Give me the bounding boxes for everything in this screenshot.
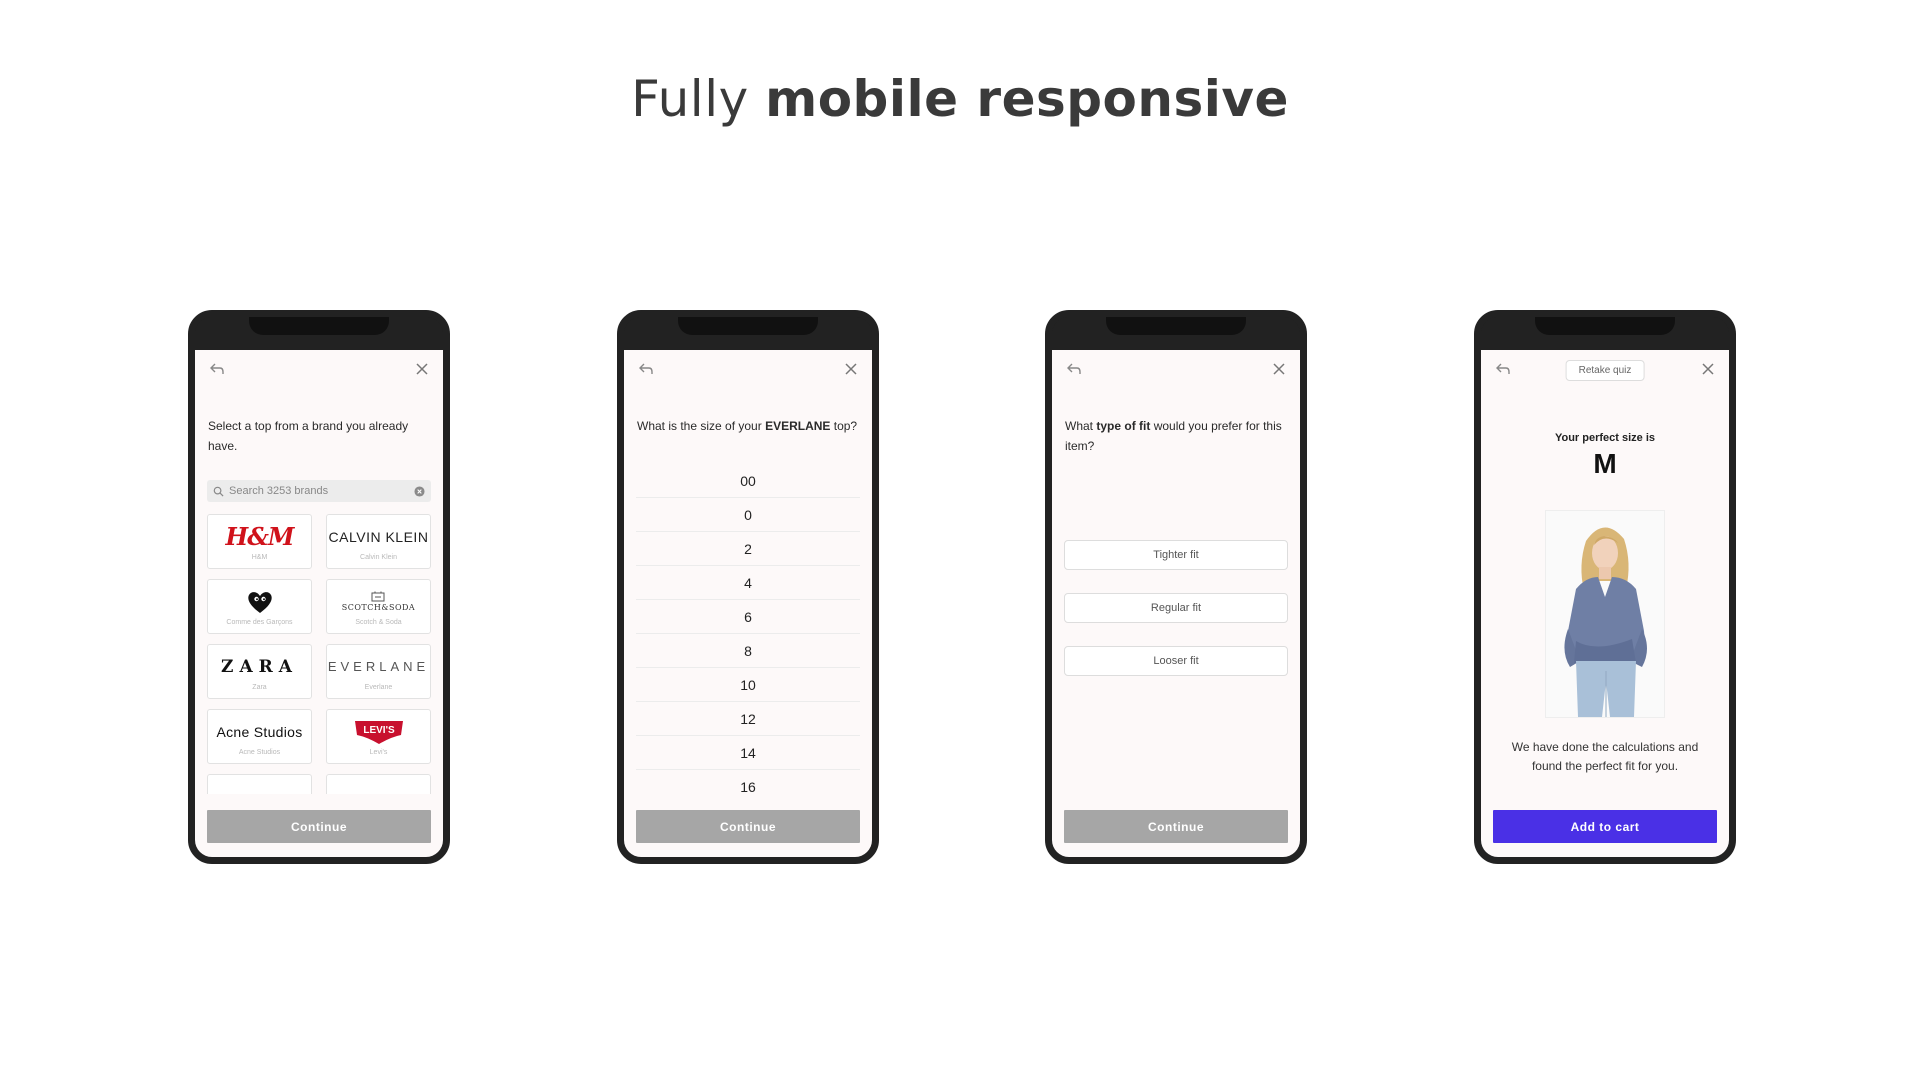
size-option[interactable]: 0 (636, 498, 860, 532)
result-label: Your perfect size is (1554, 432, 1656, 444)
size-option[interactable]: 10 (636, 668, 860, 702)
top-bar (624, 360, 872, 382)
headline-light: Fully (631, 70, 749, 128)
brand-card-comme-des-garcons[interactable]: Comme des Garçons (207, 579, 312, 634)
back-arrow-icon[interactable] (1066, 362, 1082, 376)
brand-grid: H&M H&M CALVIN KLEIN Calvin Klein Comme … (207, 514, 431, 794)
size-option[interactable]: 6 (636, 600, 860, 634)
phone-screen: Select a top from a brand you already ha… (195, 350, 443, 857)
question-text: What is the size of your EVERLANE top? (637, 416, 858, 436)
question-pre: What (1065, 419, 1094, 433)
levis-batwing-logo: LEVI'S (354, 720, 403, 744)
question-post: would you prefer for this item? (1065, 419, 1282, 453)
retake-quiz-button[interactable]: Retake quiz (1565, 360, 1645, 381)
question-post: top? (833, 419, 858, 433)
brand-card-zara[interactable]: ZARA Zara (207, 644, 312, 699)
size-option[interactable]: 14 (636, 736, 860, 770)
close-icon[interactable] (1701, 362, 1715, 376)
model-illustration (1546, 511, 1664, 717)
phone-result: Retake quiz Your perfect size is M (1474, 310, 1736, 864)
size-option[interactable]: 16 (740, 778, 756, 795)
brand-logo-calvin-klein: CALVIN KLEIN (328, 528, 429, 545)
svg-text:LEVI'S: LEVI'S (363, 725, 395, 736)
question-bold: type of fit (1096, 419, 1151, 433)
result-message: We have done the calculations and found … (1511, 740, 1699, 773)
brand-card-everlane[interactable]: EVERLANE Everlane (326, 644, 431, 699)
continue-button[interactable]: Continue (1064, 810, 1288, 843)
brand-card-partial[interactable] (207, 774, 312, 794)
continue-button[interactable]: Continue (636, 810, 860, 843)
size-option[interactable]: 12 (636, 702, 860, 736)
top-bar: Retake quiz (1481, 360, 1729, 382)
product-photo (1545, 510, 1665, 718)
fit-option-regular[interactable]: Regular fit (1064, 593, 1288, 623)
phone-fit-select: What type of fit would you prefer for th… (1045, 310, 1307, 864)
back-arrow-icon[interactable] (1495, 362, 1511, 376)
question-text: What type of fit would you prefer for th… (1065, 416, 1286, 456)
brand-card-calvin-klein[interactable]: CALVIN KLEIN Calvin Klein (326, 514, 431, 569)
fit-option-looser[interactable]: Looser fit (1064, 646, 1288, 676)
brand-logo-acne-studios: Acne Studios (216, 723, 303, 740)
question-text: Select a top from a brand you already ha… (208, 419, 409, 453)
add-to-cart-button[interactable]: Add to cart (1493, 810, 1717, 843)
brand-name: Comme des Garçons (226, 618, 293, 626)
brand-card-hm[interactable]: H&M H&M (207, 514, 312, 569)
size-option[interactable]: 2 (636, 532, 860, 566)
search-icon (213, 486, 224, 497)
size-list: 00 0 2 4 6 8 10 12 14 16 (636, 464, 860, 803)
brand-logo-scotch-soda: SCOTCH&SODA (341, 603, 416, 612)
search-input[interactable] (229, 485, 414, 497)
continue-button[interactable]: Continue (207, 810, 431, 843)
top-bar (195, 360, 443, 382)
brand-card-partial[interactable] (326, 774, 431, 794)
phone-screen: Retake quiz Your perfect size is M (1481, 350, 1729, 857)
phone-notch (624, 317, 872, 350)
brand-name: Acne Studios (238, 748, 281, 756)
phone-brand-select: Select a top from a brand you already ha… (188, 310, 450, 864)
size-option[interactable]: 8 (636, 634, 860, 668)
headline: Fully mobile responsive (0, 70, 1920, 128)
close-icon[interactable] (415, 362, 429, 376)
fit-option-tighter[interactable]: Tighter fit (1064, 540, 1288, 570)
brand-card-scotch-soda[interactable]: SCOTCH&SODA Scotch & Soda (326, 579, 431, 634)
phone-notch (1481, 317, 1729, 350)
brand-card-levis[interactable]: LEVI'S Levi's (326, 709, 431, 764)
phone-notch (195, 317, 443, 350)
brand-name: Levi's (369, 748, 388, 756)
close-icon[interactable] (844, 362, 858, 376)
close-icon[interactable] (1272, 362, 1286, 376)
phone-notch (1052, 317, 1300, 350)
top-bar (1052, 360, 1300, 382)
back-arrow-icon[interactable] (638, 362, 654, 376)
brand-search[interactable] (207, 480, 431, 502)
brand-name: H&M (251, 553, 268, 561)
brand-name: Calvin Klein (360, 553, 397, 561)
brand-logo-hm: H&M (225, 522, 295, 551)
phone-screen: What is the size of your EVERLANE top? 0… (624, 350, 872, 857)
phone-size-select: What is the size of your EVERLANE top? 0… (617, 310, 879, 864)
clear-icon[interactable] (414, 485, 425, 497)
brand-logo-everlane: EVERLANE (327, 659, 430, 674)
brand-name: Zara (252, 683, 267, 691)
brand-card-acne-studios[interactable]: Acne Studios Acne Studios (207, 709, 312, 764)
brand-name: Everlane (364, 683, 393, 691)
heart-logo-icon (247, 591, 272, 613)
scotch-crest-icon (371, 591, 385, 602)
brand-logo-zara: ZARA (221, 656, 298, 677)
back-arrow-icon[interactable] (209, 362, 225, 376)
brand-name: Scotch & Soda (355, 618, 402, 626)
phone-screen: What type of fit would you prefer for th… (1052, 350, 1300, 857)
result-size: M (1593, 448, 1617, 479)
size-option[interactable]: 4 (636, 566, 860, 600)
size-option[interactable]: 00 (636, 464, 860, 498)
question-brand: EVERLANE (765, 419, 831, 433)
headline-bold: mobile responsive (765, 70, 1289, 128)
question-pre: What is the size of your (637, 419, 762, 433)
